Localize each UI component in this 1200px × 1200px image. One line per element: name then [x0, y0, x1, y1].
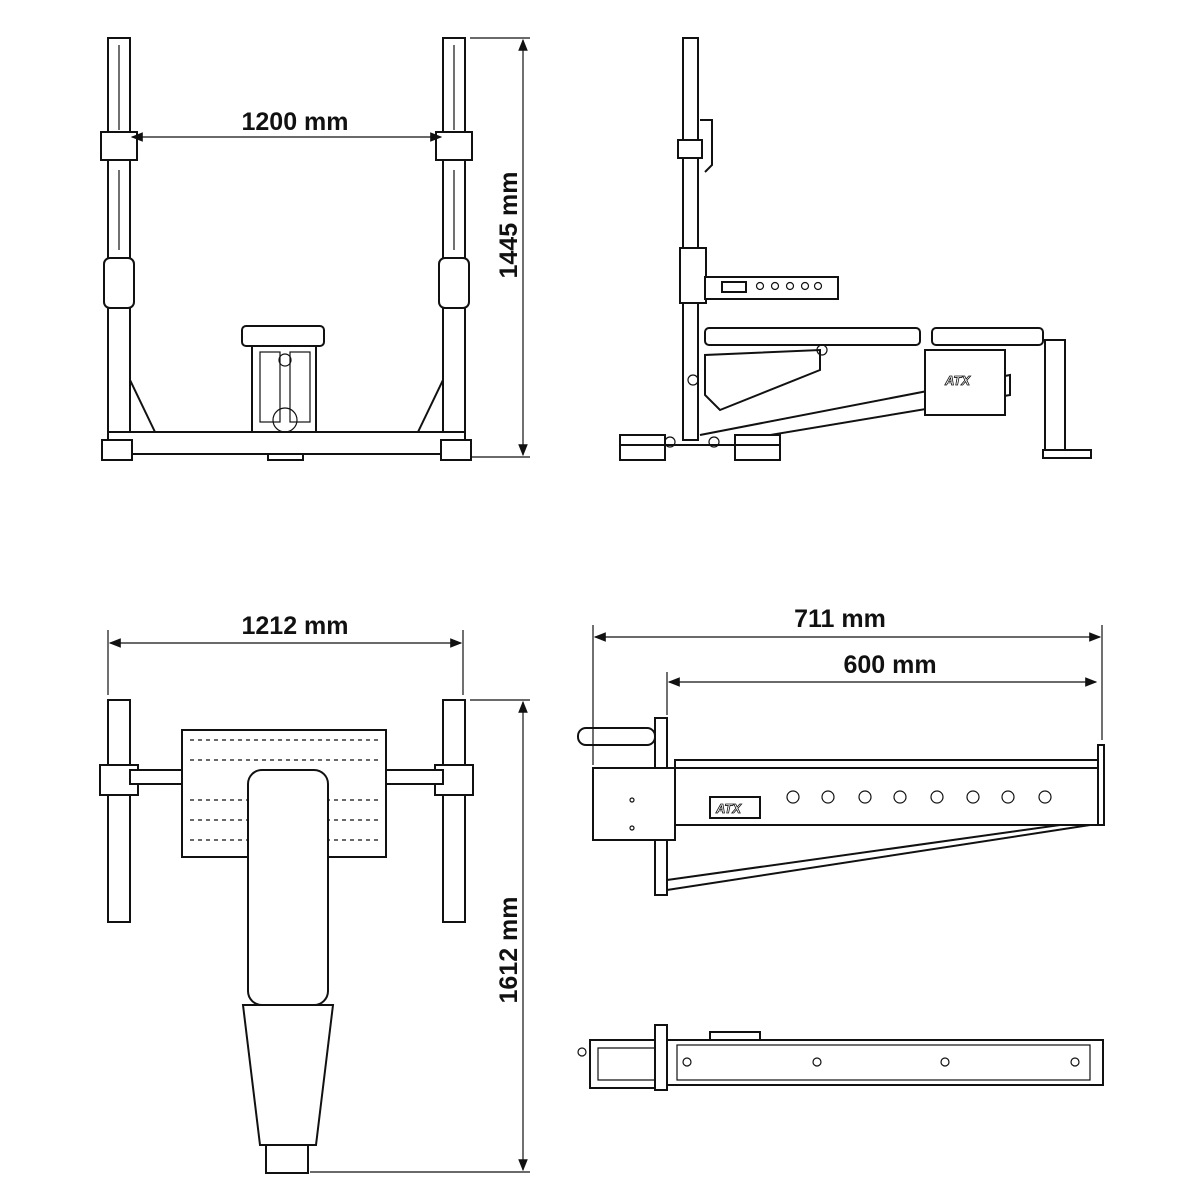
svg-text:600 mm: 600 mm [843, 651, 936, 679]
side-view: ATX [619, 37, 1092, 461]
svg-text:1200 mm: 1200 mm [241, 108, 348, 136]
top-view [99, 699, 474, 1174]
arm-top-view [577, 1024, 1104, 1091]
atx-logo-side: ATX [944, 373, 971, 388]
svg-text:711 mm: 711 mm [794, 605, 886, 633]
front-view [100, 37, 473, 461]
dimension-top-width: 1212 mm [107, 612, 464, 695]
arm-side-view: ATX [577, 717, 1105, 896]
svg-text:1612 mm: 1612 mm [495, 896, 523, 1003]
dimension-top-length: 1612 mm [310, 699, 530, 1173]
dimension-arm-inner: 600 mm [666, 651, 1098, 715]
dimension-front-width: 1200 mm [130, 108, 443, 142]
dimension-arm-total: 711 mm [592, 605, 1103, 765]
arm-holes [786, 790, 1052, 804]
atx-logo-arm: ATX [715, 801, 742, 816]
dimension-front-height: 1445 mm [470, 37, 530, 458]
svg-text:1212 mm: 1212 mm [241, 612, 348, 640]
svg-text:1445 mm: 1445 mm [495, 171, 523, 278]
